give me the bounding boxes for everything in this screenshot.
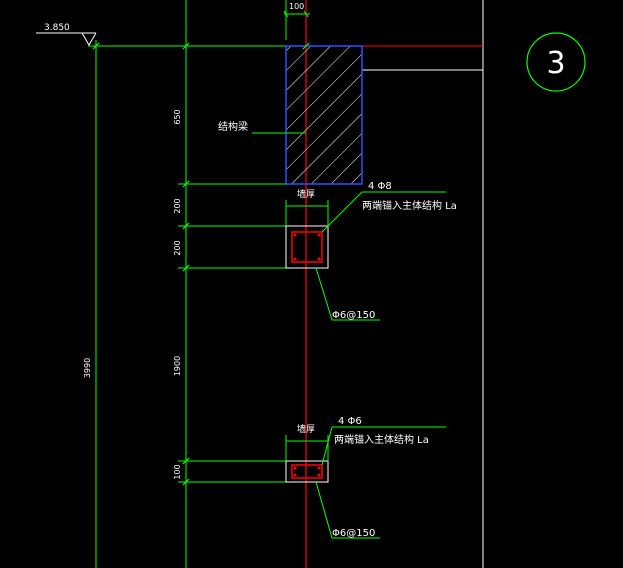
- upper-band-section: [285, 225, 329, 269]
- top-width-label: 100: [289, 2, 304, 11]
- upper-band-thickness-dim: [285, 200, 329, 226]
- lower-band-rebar-label: 4 Φ6: [338, 416, 362, 427]
- dim-650: 650: [173, 109, 182, 124]
- dim-1900: 1900: [173, 356, 182, 376]
- structural-beam: [285, 45, 363, 185]
- upper-band-stirrup-leader: [315, 267, 380, 321]
- elevation-label: 3.850: [44, 23, 70, 33]
- lower-band-stirrup-label: Φ6@150: [332, 528, 375, 539]
- upper-band-rebar-leader: [321, 191, 363, 233]
- dimension-ticks: [92, 42, 310, 486]
- upper-band-thickness-label: 墙厚: [297, 188, 315, 200]
- upper-band-rebar-label: 4 Φ8: [368, 181, 392, 192]
- detail-number-marker: 3: [526, 32, 586, 92]
- lower-band-stirrup-leader: [315, 481, 380, 539]
- dimension-extension-lines: [178, 183, 286, 483]
- dim-200-lower: 200: [173, 240, 182, 255]
- lower-band-rebar-leader: [321, 426, 333, 466]
- elevation-marker: 3.850: [36, 23, 97, 46]
- lower-band-anchor-note: 两端锚入主体结构 La: [334, 433, 429, 446]
- lower-band-section: [285, 460, 329, 483]
- upper-band-anchor-note: 两端锚入主体结构 La: [362, 199, 457, 212]
- detail-number: 3: [546, 46, 565, 81]
- beam-label: 结构梁: [218, 120, 248, 133]
- dim-overall: 3990: [83, 358, 92, 378]
- lower-band-thickness-dim: [285, 435, 329, 461]
- upper-band-stirrup-label: Φ6@150: [332, 310, 375, 321]
- dim-200-upper: 200: [173, 198, 182, 213]
- lower-band-thickness-label: 墙厚: [297, 423, 315, 435]
- top-width-dimension: 100: [283, 2, 310, 18]
- dim-100: 100: [173, 464, 182, 479]
